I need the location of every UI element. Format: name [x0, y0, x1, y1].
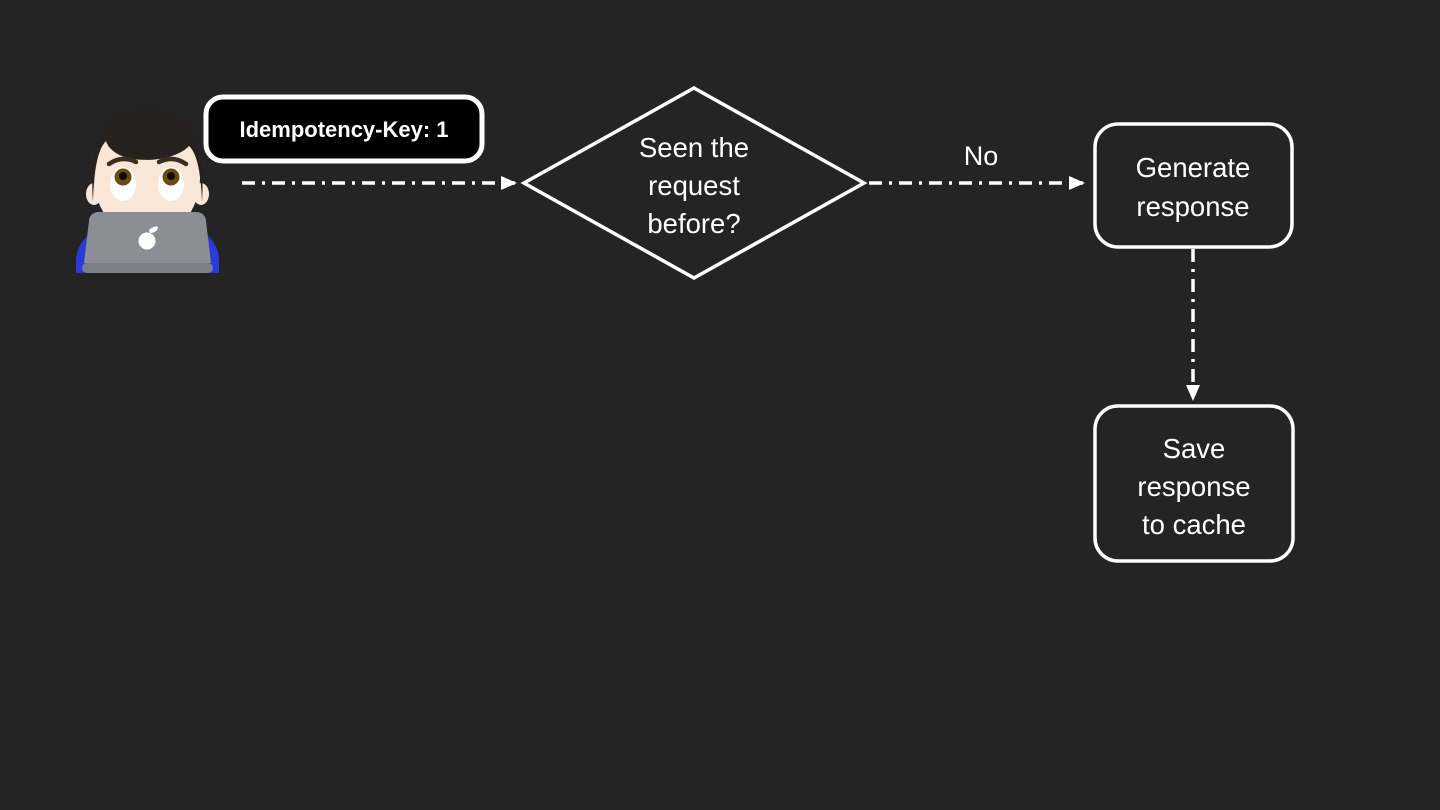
generate-response-node: Generate response: [1093, 122, 1294, 249]
generate-line-2: response: [1136, 191, 1249, 222]
decision-line-3: before?: [647, 208, 740, 239]
eyebrow: [156, 156, 189, 167]
apple-logo-icon: [138, 226, 158, 250]
save-line-2: response: [1137, 471, 1250, 502]
hair: [92, 109, 203, 202]
pupil: [119, 172, 127, 180]
generate-line-1: Generate: [1136, 152, 1251, 183]
eyebrow: [106, 156, 139, 167]
decision-diamond: Seen the request before?: [520, 85, 868, 281]
save-line-1: Save: [1163, 433, 1226, 464]
person-technologist-emoji: [76, 109, 219, 273]
save-response-node: Save response to cache: [1093, 404, 1295, 563]
decision-diamond-shape: [520, 85, 868, 281]
laptop-base: [82, 263, 213, 273]
request-badge-label: Idempotency-Key: 1: [239, 117, 448, 142]
edge-no-label: No: [964, 141, 999, 171]
decision-line-1: Seen the: [639, 132, 749, 163]
save-line-3: to cache: [1142, 509, 1246, 540]
generate-response-box: [1093, 122, 1294, 249]
decision-line-2: request: [648, 170, 740, 201]
pupil: [167, 172, 175, 180]
request-badge: Idempotency-Key: 1: [203, 94, 485, 164]
edge-no: No: [869, 141, 1085, 190]
request-badge-box: [203, 94, 485, 164]
save-response-box: [1093, 404, 1295, 563]
